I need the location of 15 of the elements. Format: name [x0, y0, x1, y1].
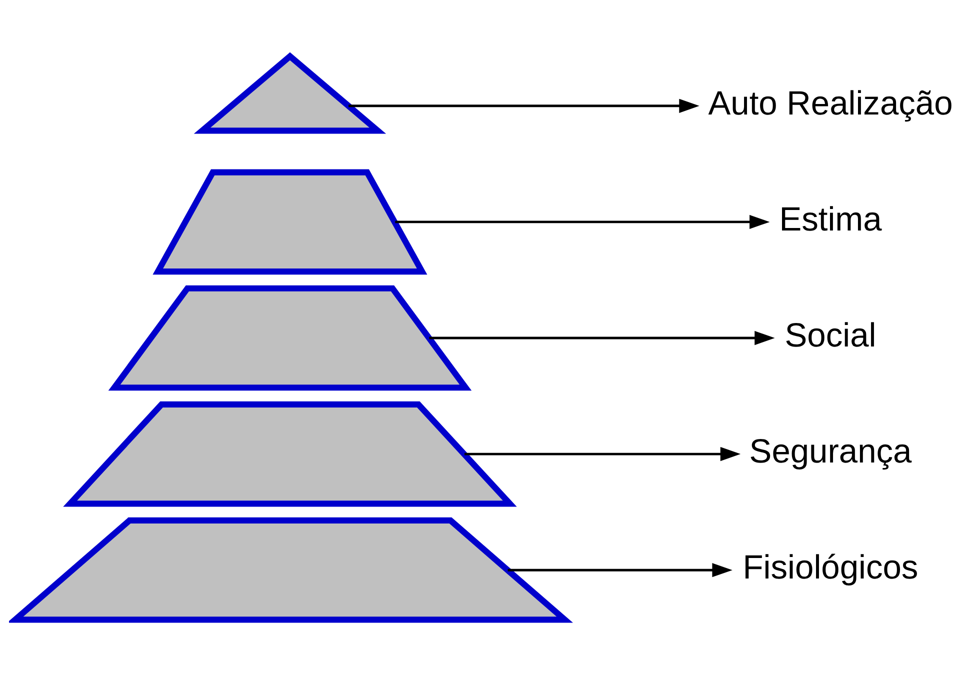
- node-trapezoid: [152, 168, 427, 274]
- node-text: Auto Realização: [708, 84, 952, 122]
- node-text: Social: [784, 317, 876, 354]
- arrow: [428, 330, 774, 345]
- arrow: [348, 98, 699, 112]
- node-text: Segurança: [748, 433, 912, 470]
- node-trapezoid: [108, 284, 472, 390]
- node-text: Fisiológicos: [742, 549, 918, 586]
- arrow: [394, 214, 770, 229]
- node-trapezoid: [8, 516, 572, 622]
- arrow: [464, 446, 740, 461]
- arrow: [507, 562, 732, 577]
- node-triangle: [193, 52, 386, 134]
- node-trapezoid: [62, 400, 516, 506]
- node-text: Estima: [778, 201, 882, 238]
